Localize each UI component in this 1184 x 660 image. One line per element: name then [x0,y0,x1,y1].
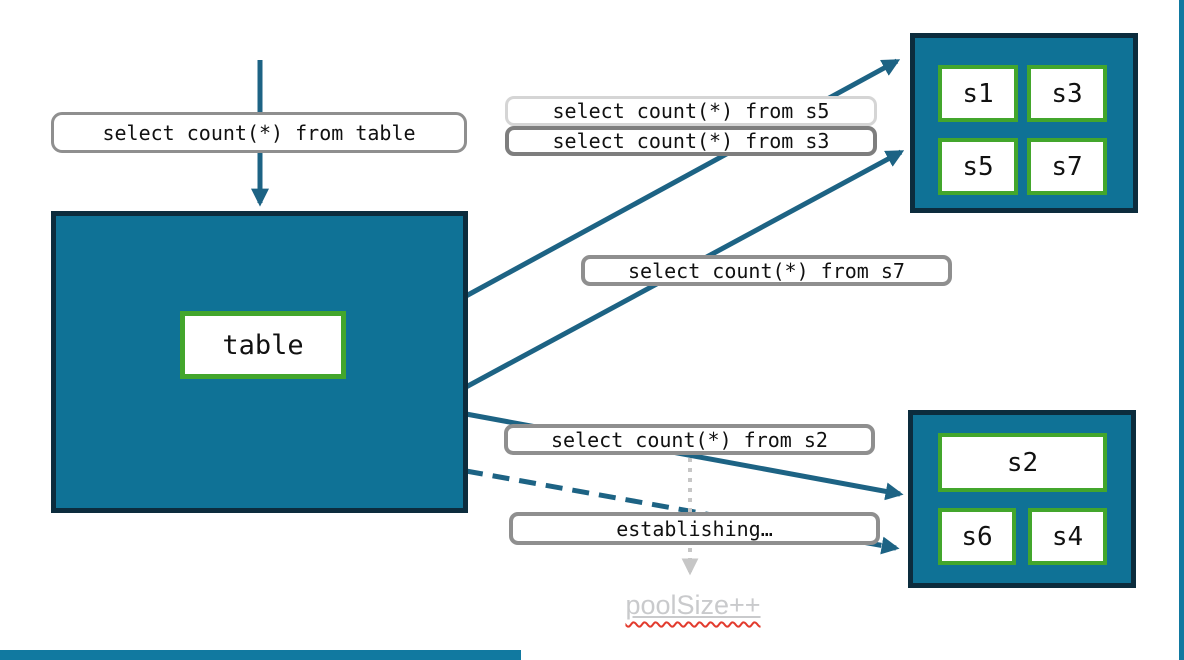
shard-s7: s7 [1027,138,1107,195]
query-label-s5: select count(*) from s5 [505,96,877,126]
query-label-s7-text: select count(*) from s7 [628,258,905,283]
poolsize-annotation: poolSize++ [593,590,793,621]
bottom-edge-accent [0,650,521,660]
shard-s6: s6 [938,508,1016,565]
shard-box-top: s1 s3 s5 s7 [910,33,1138,213]
query-label-table-text: select count(*) from table [102,120,416,145]
shard-box-bottom: s2 s6 s4 [908,410,1136,588]
query-label-table: select count(*) from table [51,112,467,153]
poolsize-annotation-text: poolSize++ [625,590,761,620]
shard-s5-label: s5 [962,151,994,182]
shard-s4-label: s4 [1051,521,1084,552]
table-box: table [51,211,468,513]
shard-s2-label: s2 [1006,447,1039,478]
shard-s6-label: s6 [961,521,993,552]
shard-s5: s5 [938,138,1018,195]
right-edge-accent [1179,0,1184,660]
query-label-s3: select count(*) from s3 [505,126,877,156]
shard-s7-label: s7 [1051,151,1083,182]
table-node: table [180,311,346,379]
shard-s2: s2 [938,433,1107,492]
query-label-s3-text: select count(*) from s3 [552,129,830,153]
query-label-s7: select count(*) from s7 [581,255,952,286]
shard-s1-label: s1 [962,78,994,109]
shard-s4: s4 [1028,508,1107,565]
query-label-s5-text: select count(*) from s5 [552,99,830,123]
shard-s3-label: s3 [1051,78,1083,109]
query-label-s2: select count(*) from s2 [504,424,875,455]
query-label-establishing: establishing… [509,512,880,545]
query-label-establishing-text: establishing… [616,516,773,541]
table-node-label: table [222,329,304,361]
shard-s3: s3 [1027,65,1107,122]
query-label-s2-text: select count(*) from s2 [551,427,828,452]
shard-s1: s1 [938,65,1018,122]
